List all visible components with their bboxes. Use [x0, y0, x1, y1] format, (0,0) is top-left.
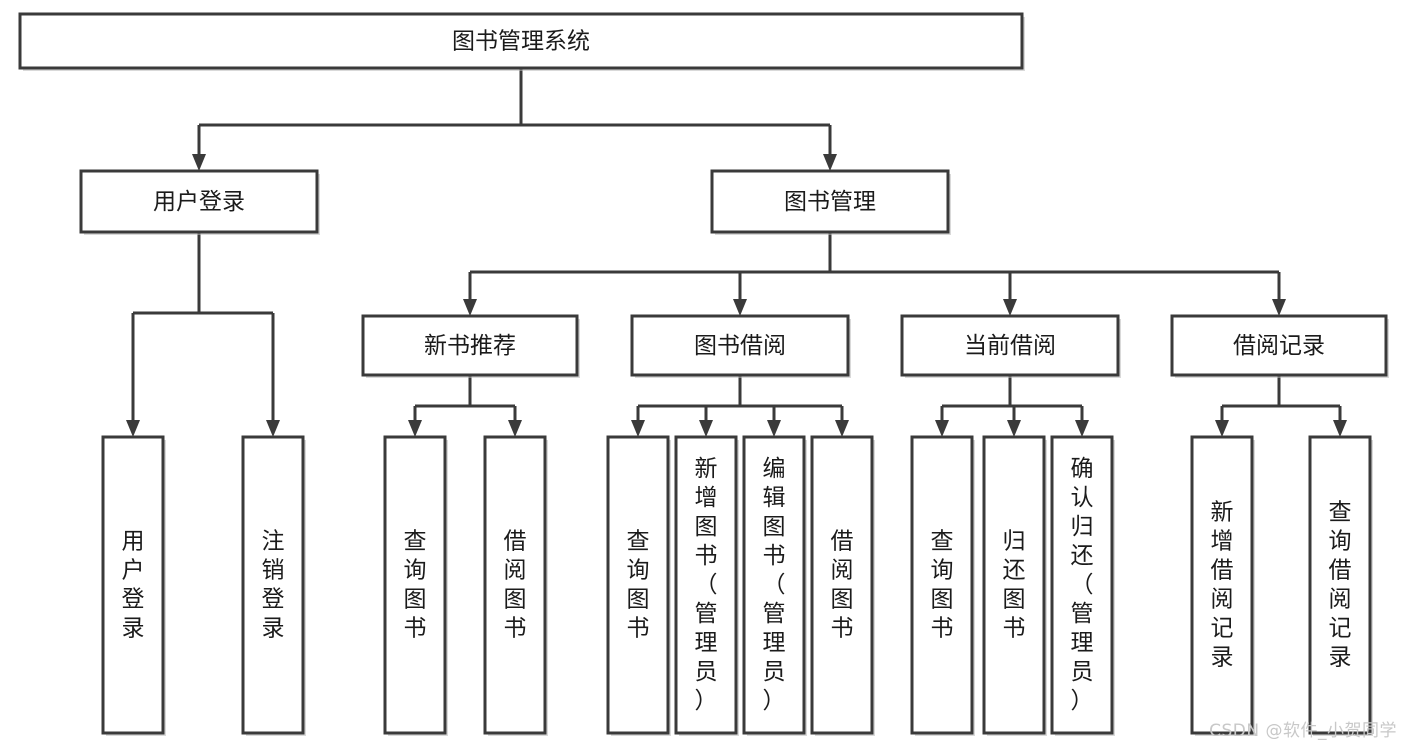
csdn-watermark: CSDN @软件_小贺同学 [1209, 721, 1397, 741]
arrow-head-icon [823, 154, 837, 171]
node-current-borrow[interactable]: 当前借阅 [900, 314, 1121, 378]
arrow-head-icon [1333, 420, 1347, 437]
node-label: 图书管理 [784, 189, 876, 215]
arrow-head-icon [1215, 420, 1229, 437]
node-leaf-rec-borrow[interactable]: 借阅图书 [483, 435, 548, 736]
node-box[interactable] [483, 435, 547, 735]
node-box[interactable] [1170, 314, 1388, 377]
arrow-head-icon [1007, 420, 1021, 437]
node-label: 借阅图书 [831, 528, 854, 641]
node-leaf-rec-add[interactable]: 新增借阅记录 [1190, 435, 1255, 736]
arrow-head-icon [266, 420, 280, 437]
node-leaf-rec-search[interactable]: 查询借阅记录 [1308, 435, 1373, 736]
node-leaf-borrow-lend[interactable]: 借阅图书 [810, 435, 875, 736]
node-box[interactable] [383, 435, 447, 735]
connector-new-book-rec [408, 375, 522, 437]
node-box[interactable] [910, 435, 974, 735]
node-box[interactable] [241, 435, 305, 735]
node-leaf-cur-confirm[interactable]: 确认归还（管理员） [1050, 435, 1115, 736]
connector-book-manage [463, 232, 1286, 316]
arrow-head-icon [463, 299, 477, 316]
arrow-head-icon [126, 420, 140, 437]
node-box[interactable] [18, 12, 1024, 70]
node-label: 归还图书 [1003, 528, 1026, 641]
node-label: 当前借阅 [964, 333, 1056, 359]
arrow-head-icon [1272, 299, 1286, 316]
node-label: 借阅图书 [504, 528, 527, 641]
node-box[interactable] [606, 435, 670, 735]
arrow-head-icon [1075, 420, 1089, 437]
node-label: 新增借阅记录 [1211, 499, 1234, 670]
node-label: 查询图书 [404, 528, 427, 641]
connector-layer [126, 68, 1347, 437]
node-book-manage[interactable]: 图书管理 [710, 169, 951, 235]
node-root[interactable]: 图书管理系统 [18, 12, 1025, 71]
node-leaf-user-logout[interactable]: 注销登录 [241, 435, 306, 736]
connector-user-login [126, 232, 280, 437]
arrow-head-icon [508, 420, 522, 437]
arrow-head-icon [1003, 299, 1017, 316]
arrow-head-icon [733, 299, 747, 316]
node-box[interactable] [1190, 435, 1254, 735]
node-box[interactable] [982, 435, 1046, 735]
node-leaf-borrow-edit[interactable]: 编辑图书（管理员） [742, 435, 807, 736]
arrow-head-icon [631, 420, 645, 437]
node-box[interactable] [79, 169, 319, 234]
connector-current-borrow [935, 375, 1089, 437]
node-layer: 图书管理系统用户登录图书管理新书推荐图书借阅当前借阅借阅记录用户登录注销登录查询… [18, 12, 1389, 736]
arrow-head-icon [835, 420, 849, 437]
arrow-head-icon [935, 420, 949, 437]
node-leaf-borrow-add[interactable]: 新增图书（管理员） [674, 435, 739, 736]
node-leaf-cur-query[interactable]: 查询图书 [910, 435, 975, 736]
node-label: 新增图书（管理员） [695, 456, 718, 714]
node-label: 查询图书 [931, 528, 954, 641]
node-label: 编辑图书（管理员） [763, 456, 786, 714]
node-label: 确认归还（管理员） [1071, 456, 1094, 714]
node-label: 图书借阅 [694, 333, 786, 359]
node-user-login[interactable]: 用户登录 [79, 169, 320, 235]
node-book-borrow[interactable]: 图书借阅 [630, 314, 851, 378]
node-box[interactable] [674, 435, 738, 735]
node-box[interactable] [810, 435, 874, 735]
node-box[interactable] [1308, 435, 1372, 735]
connector-borrow-record [1215, 375, 1347, 437]
node-label: 查询借阅记录 [1329, 499, 1352, 670]
node-box[interactable] [1050, 435, 1114, 735]
connector-root [192, 68, 837, 171]
node-leaf-user-login[interactable]: 用户登录 [101, 435, 166, 736]
node-leaf-borrow-query[interactable]: 查询图书 [606, 435, 671, 736]
node-label: 借阅记录 [1233, 333, 1325, 359]
node-box[interactable] [710, 169, 950, 234]
arrow-head-icon [408, 420, 422, 437]
connector-book-borrow [631, 375, 849, 437]
arrow-head-icon [767, 420, 781, 437]
node-box[interactable] [900, 314, 1120, 377]
node-new-book-rec[interactable]: 新书推荐 [361, 314, 580, 378]
arrow-head-icon [699, 420, 713, 437]
node-leaf-rec-query[interactable]: 查询图书 [383, 435, 448, 736]
node-label: 查询图书 [627, 528, 650, 641]
node-box[interactable] [361, 314, 579, 377]
node-box[interactable] [742, 435, 806, 735]
node-label: 用户登录 [122, 528, 145, 641]
arrow-head-icon [192, 154, 206, 171]
node-label: 用户登录 [153, 189, 245, 215]
node-label: 注销登录 [262, 528, 285, 641]
node-leaf-cur-return[interactable]: 归还图书 [982, 435, 1047, 736]
node-label: 新书推荐 [424, 333, 516, 359]
node-box[interactable] [101, 435, 165, 735]
node-borrow-record[interactable]: 借阅记录 [1170, 314, 1389, 378]
node-box[interactable] [630, 314, 850, 377]
node-label: 图书管理系统 [452, 29, 590, 55]
